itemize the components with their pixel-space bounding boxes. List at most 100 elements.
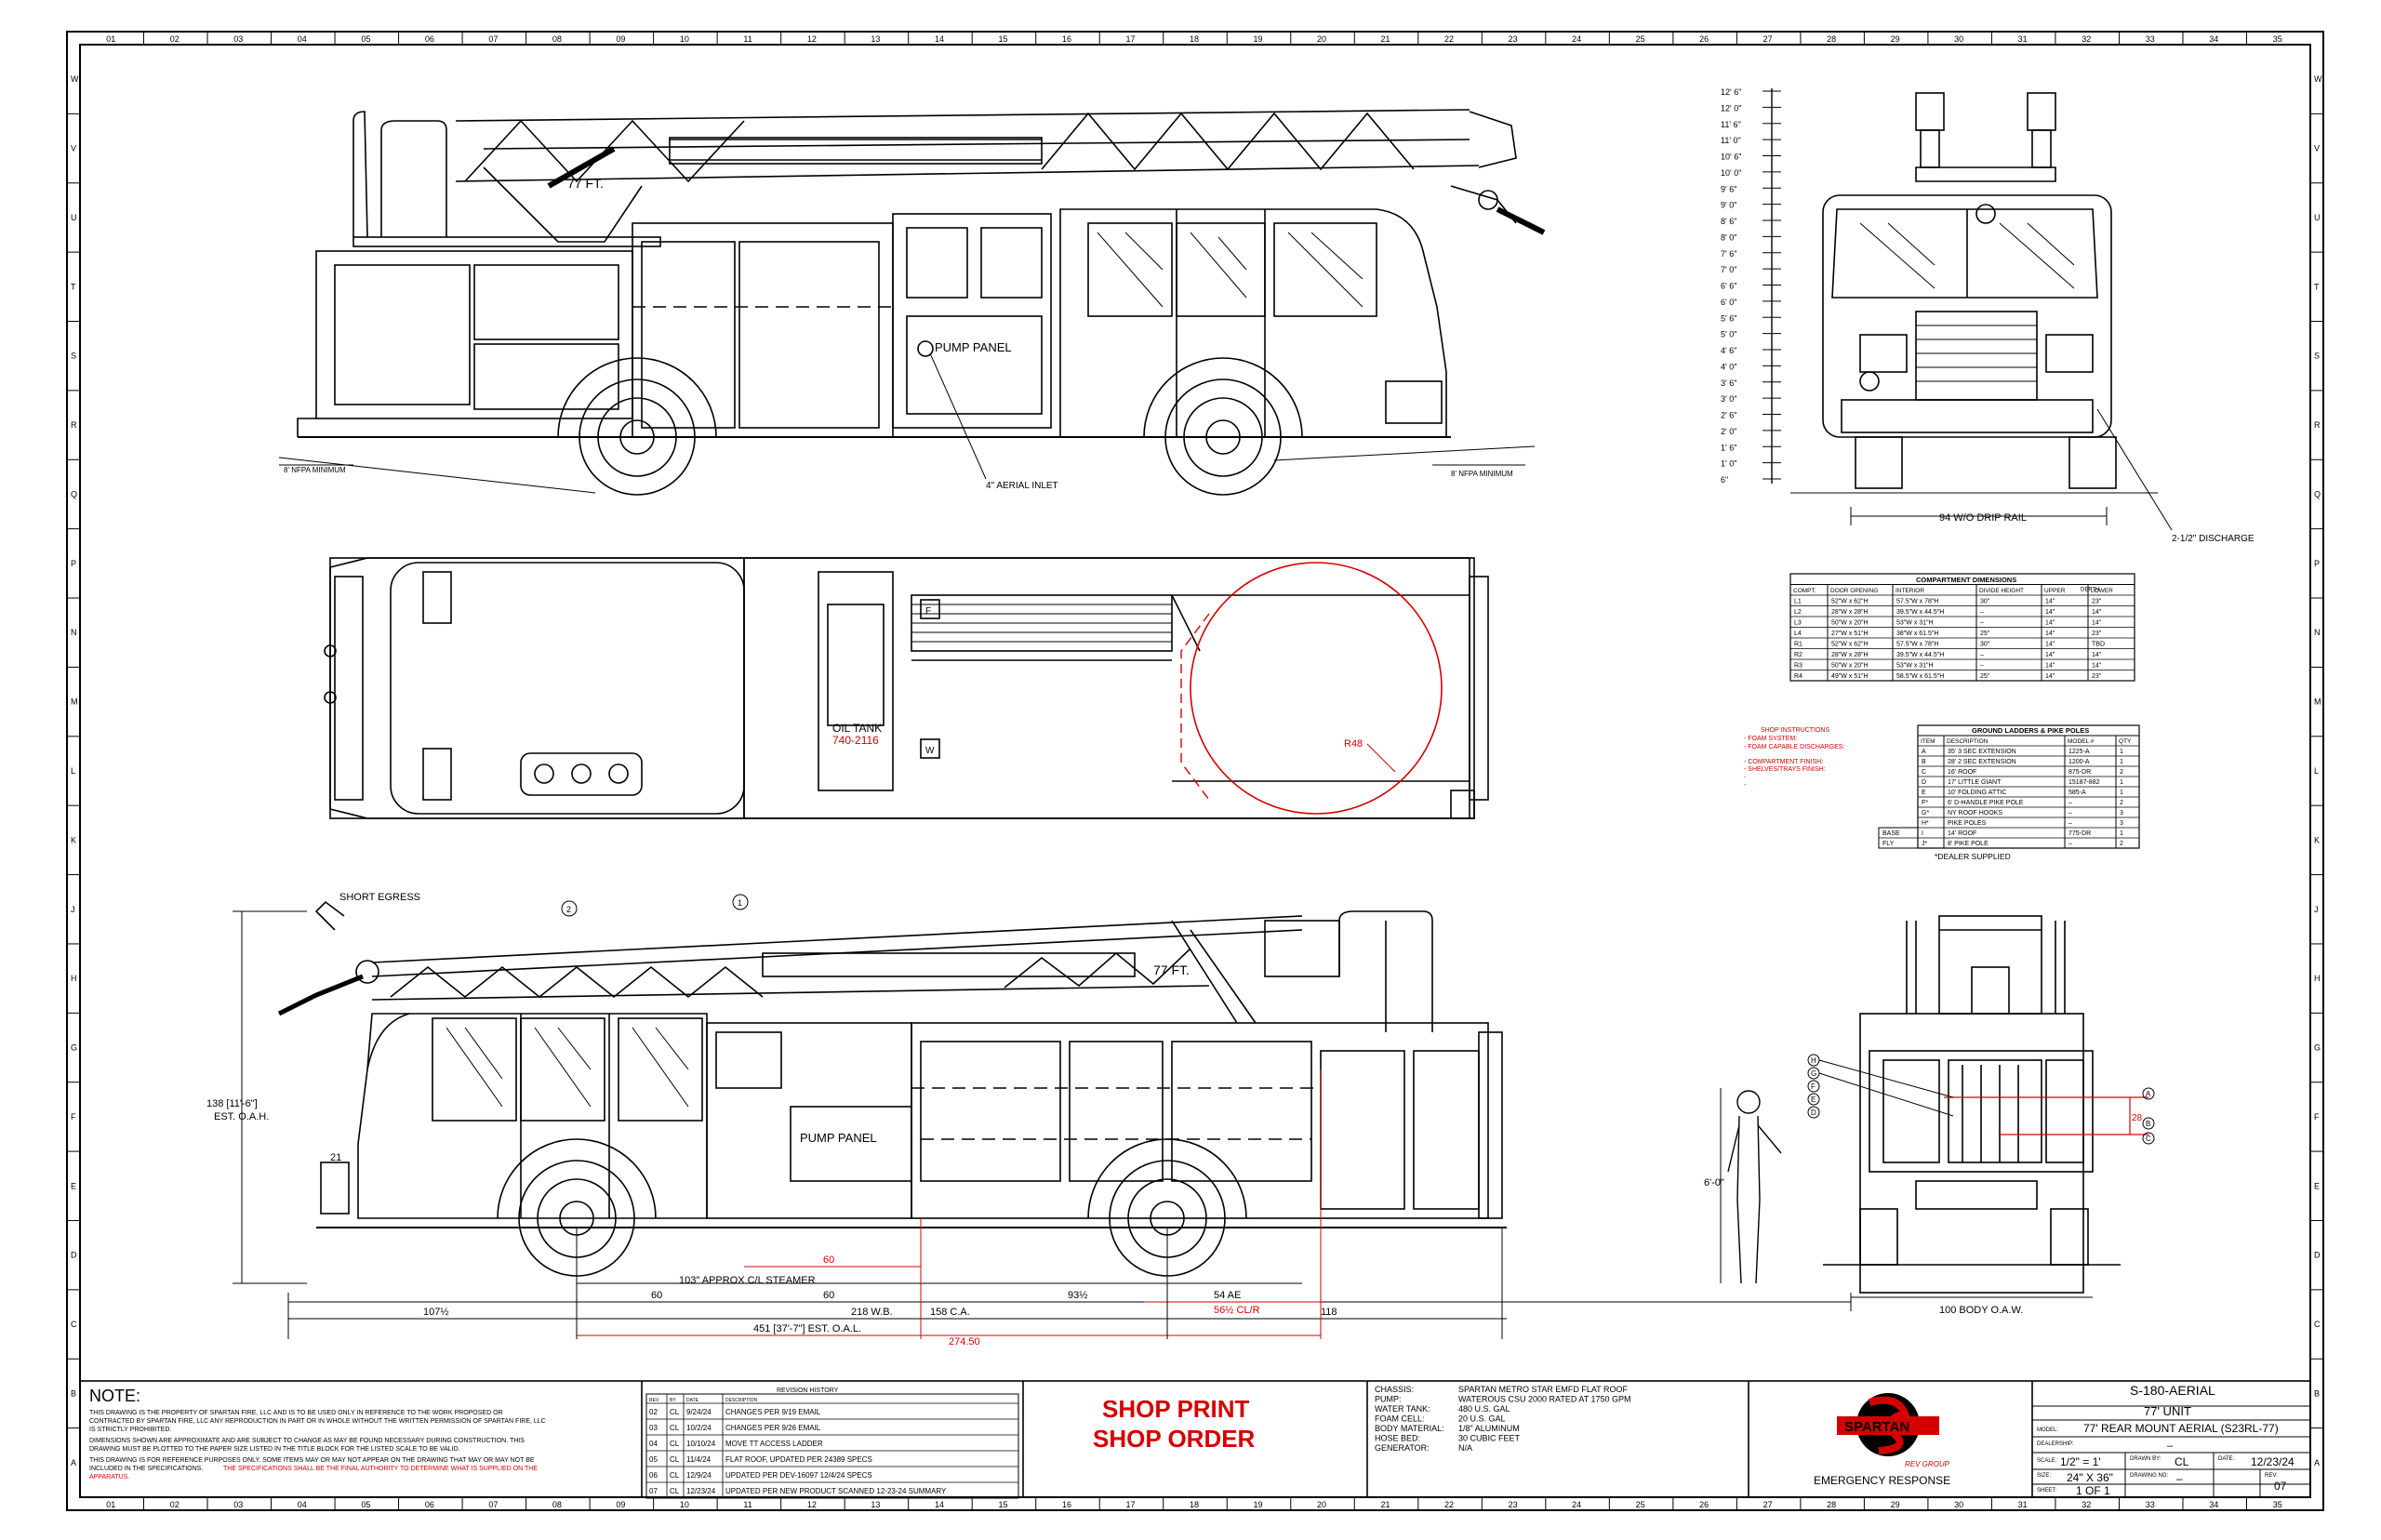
- border-row-label: L: [2314, 766, 2319, 776]
- table-cell: 49"W x 51"H: [1831, 673, 1869, 680]
- table-cell: 57.5"W x 78"H: [1896, 599, 1938, 605]
- title-cells: [2032, 1405, 2310, 1497]
- table-cell: 875-DR: [2068, 769, 2091, 776]
- table-cell: L1: [1794, 599, 1802, 605]
- table-cell: 39.5"W x 44.5"H: [1896, 652, 1944, 658]
- table-cell: A: [1922, 749, 1926, 755]
- revision-cell: 06: [649, 1471, 658, 1480]
- oil-tank-label: OIL TANK: [832, 722, 882, 735]
- rear-callout: C: [2146, 1135, 2151, 1143]
- shop-instructions-title: SHOP INSTRUCTIONS: [1761, 727, 1829, 734]
- table-cell: NY ROOF HOOKS: [1948, 810, 2002, 816]
- border-col-label: 08: [552, 34, 562, 44]
- spec-label: GENERATOR:: [1375, 1443, 1430, 1453]
- border-row-label: J: [2314, 905, 2319, 914]
- border-row-label: J: [71, 905, 75, 914]
- table-cell: J*: [1922, 841, 1928, 847]
- dim-21: 21: [330, 1152, 341, 1163]
- table-header: UPPER: [2044, 588, 2066, 594]
- human-figure-scale: [1727, 1090, 1782, 1284]
- border-col-label: 10: [680, 1500, 689, 1509]
- border-col-label: 26: [1699, 1500, 1709, 1509]
- table-cell: 14": [2045, 642, 2055, 648]
- border-row-label: G: [2314, 1043, 2321, 1053]
- border-col-label: 25: [1636, 34, 1645, 44]
- border-col-label: 04: [298, 34, 307, 44]
- table-cell: –: [1980, 620, 1984, 627]
- table-cell: 14": [2092, 620, 2102, 627]
- border-row-label: K: [2314, 835, 2320, 844]
- border-row-label: A: [2314, 1458, 2320, 1467]
- table-header: MODEL #: [2068, 738, 2095, 745]
- ruler-label: 9' 0": [1721, 201, 1736, 210]
- border-row-label: M: [71, 697, 78, 707]
- table-cell: 52"W x 62"H: [1831, 599, 1869, 605]
- table-cell: 38"W x 61.5"H: [1896, 631, 1938, 637]
- revision-cell: 04: [649, 1440, 658, 1448]
- table-cell: I: [1922, 830, 1923, 837]
- table-cell: 30": [1980, 642, 1990, 648]
- rear-height-label: 6'-0": [1704, 1177, 1724, 1188]
- table-cell: PIKE POLES: [1948, 820, 1987, 827]
- spec-value: 20 U.S. GAL: [1458, 1414, 1506, 1424]
- table-cell: 14": [2092, 652, 2102, 658]
- revision-cell: 07: [649, 1487, 658, 1495]
- border-col-label: 09: [616, 1500, 625, 1509]
- sheet-caption: SHEET:: [2037, 1488, 2056, 1494]
- border-col-label: 13: [871, 1500, 880, 1509]
- border-row-label: H: [2314, 974, 2321, 983]
- table-cell: R1: [1794, 642, 1802, 648]
- table-frame: [645, 1393, 1019, 1499]
- table-cell: L2: [1794, 609, 1802, 616]
- rear-callout: E: [1811, 1095, 1816, 1104]
- table-header: COMPT.: [1793, 588, 1816, 594]
- shop-instruction-item: - FOAM CAPABLE DISCHARGES:: [1744, 744, 1844, 750]
- table-cell: 3: [2120, 810, 2123, 816]
- border-col-label: 11: [743, 1500, 752, 1509]
- dim-107: 107½: [423, 1307, 449, 1318]
- spec-label: BODY MATERIAL:: [1375, 1424, 1444, 1433]
- table-cell: 23": [2092, 631, 2102, 637]
- border-row-label: U: [71, 213, 77, 222]
- ruler-label: 4' 6": [1721, 346, 1736, 355]
- border-col-label: 26: [1699, 34, 1709, 44]
- title-block: [79, 1380, 2311, 1498]
- front-view: [1762, 88, 2173, 531]
- ruler-label: 11' 6": [1721, 120, 1741, 129]
- table-cell: 28"W x 28"H: [1831, 652, 1869, 658]
- spartan-logo: SPARTAN REV GROUP EMERGENCY RESPONSE: [1814, 1393, 1950, 1487]
- brand-name: SPARTAN: [1844, 1419, 1909, 1435]
- table-header: DESCRIPTION: [1947, 738, 1989, 745]
- side-view-left: [278, 109, 1546, 496]
- border-row-label: N: [2314, 628, 2321, 637]
- table-cell: 1: [2120, 790, 2123, 796]
- border-col-label: 25: [1636, 1500, 1645, 1509]
- table-cell: 1: [2120, 759, 2123, 765]
- border-col-label: 28: [1827, 34, 1836, 44]
- table-cell: 14": [2045, 631, 2055, 637]
- rear-callout: F: [1811, 1082, 1816, 1091]
- border-row-label: S: [71, 352, 76, 361]
- dim-56: 56½ CL/R: [1214, 1305, 1260, 1316]
- border-col-label: 02: [170, 1500, 180, 1509]
- table-cell: 52"W x 62"H: [1831, 642, 1869, 648]
- drawing-no-caption: DRAWING NO:: [2130, 1473, 2168, 1479]
- border-row-label: F: [71, 1112, 76, 1122]
- table-cell: 1225-A: [2068, 749, 2090, 755]
- border-col-label: 24: [1572, 1500, 1581, 1509]
- revision-header: DESCRIPTION: [725, 1398, 758, 1403]
- table-cell: –: [2068, 841, 2072, 847]
- border-row-label: L: [71, 766, 75, 776]
- scale-value: 1/2" = 1': [2060, 1455, 2101, 1468]
- table-cell: 50"W x 20"H: [1831, 663, 1869, 670]
- table-cell: 775-DR: [2068, 830, 2091, 837]
- border-row-label: W: [71, 74, 79, 84]
- ruler-label: 2' 6": [1721, 411, 1736, 420]
- border-col-label: 04: [298, 1500, 307, 1509]
- border-col-label: 33: [2146, 34, 2155, 44]
- border-row-label: Q: [71, 489, 77, 498]
- border-row-label: R: [2314, 420, 2321, 430]
